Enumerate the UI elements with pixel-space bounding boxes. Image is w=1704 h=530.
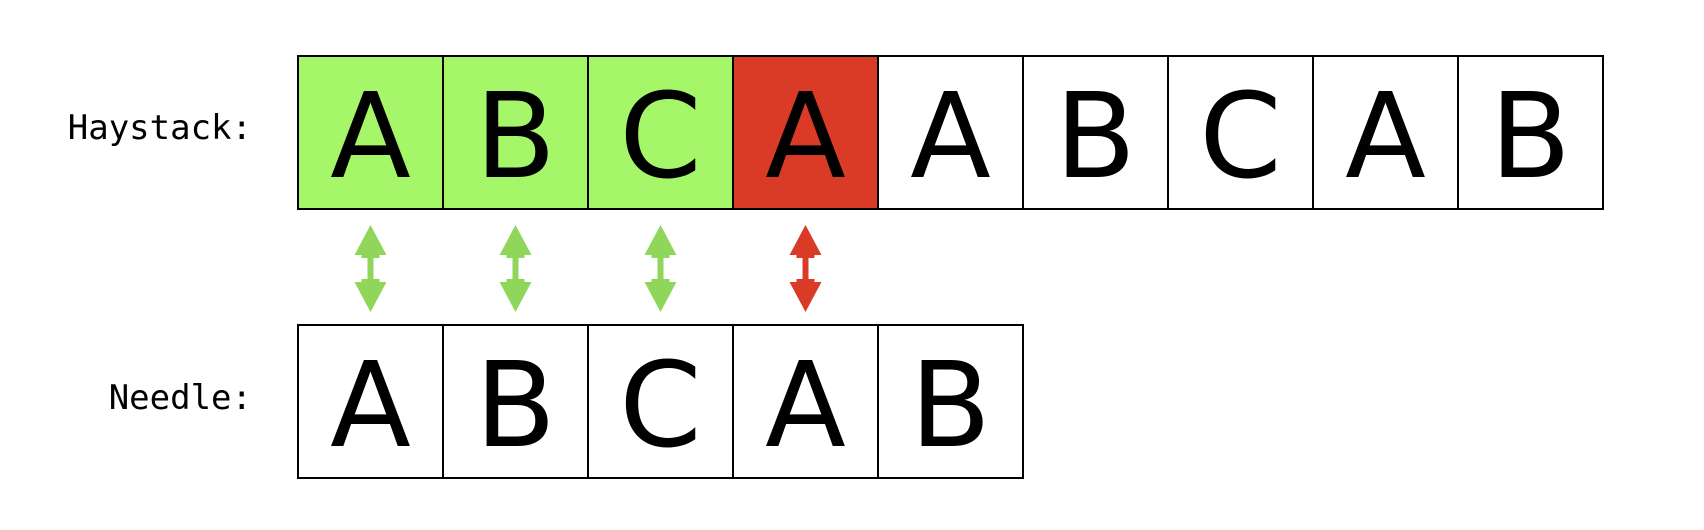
- haystack-cell: B: [442, 55, 589, 210]
- mismatch-arrow-icon: [789, 225, 822, 312]
- haystack-cell: A: [877, 55, 1024, 210]
- haystack-label: Haystack:: [67, 108, 252, 148]
- needle-cell: A: [732, 324, 879, 479]
- haystack-cell: C: [1167, 55, 1314, 210]
- haystack-cell: B: [1022, 55, 1169, 210]
- needle-cell: A: [297, 324, 444, 479]
- haystack-cell: A: [1312, 55, 1459, 210]
- haystack-cell: A: [297, 55, 444, 210]
- needle-label: Needle:: [108, 378, 252, 418]
- haystack-cell: C: [587, 55, 734, 210]
- match-arrow-icon: [499, 225, 532, 312]
- haystack-cell: B: [1457, 55, 1604, 210]
- match-arrow-icon: [644, 225, 677, 312]
- haystack-cell: A: [732, 55, 879, 210]
- needle-cell: B: [442, 324, 589, 479]
- match-arrow-icon: [354, 225, 387, 312]
- needle-cell: B: [877, 324, 1024, 479]
- needle-cell: C: [587, 324, 734, 479]
